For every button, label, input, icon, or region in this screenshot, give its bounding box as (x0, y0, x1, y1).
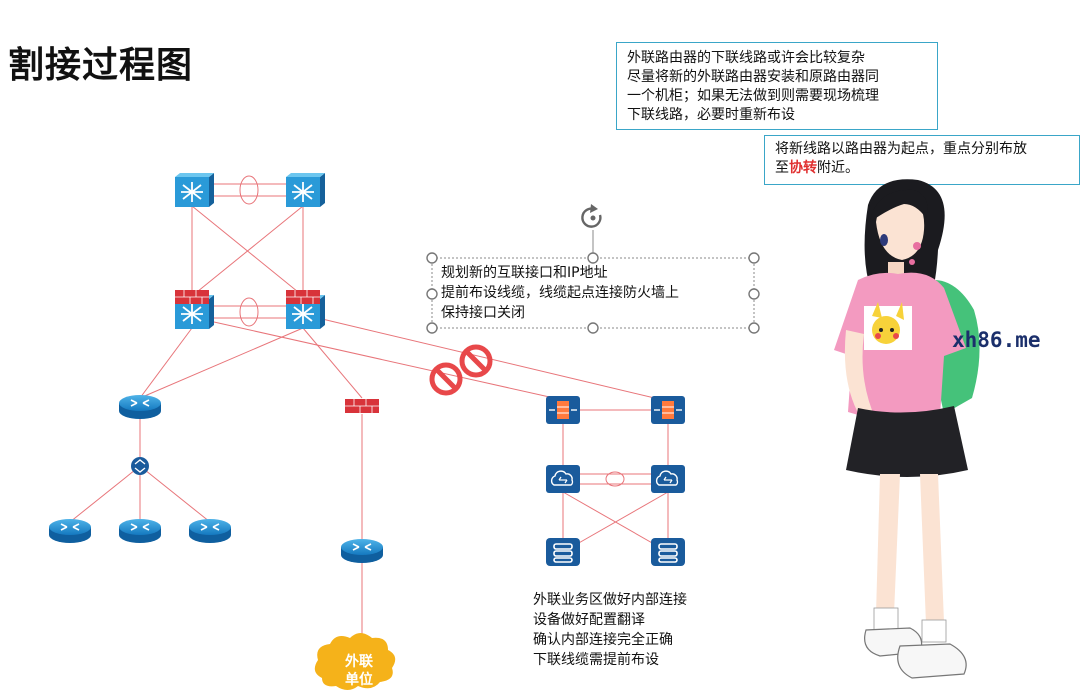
hub-icon[interactable] (131, 457, 149, 475)
new-switch-right-icon[interactable] (650, 464, 686, 494)
note-line: 设备做好配置翻译 (533, 612, 645, 628)
core-switch-left-icon[interactable] (174, 172, 215, 208)
note-highlight: 协转 (789, 160, 817, 176)
link-lines (69, 175, 669, 650)
external-unit-label: 外联 单位 (331, 653, 387, 689)
firewall-module-right-icon (285, 289, 321, 305)
note-router-wiring: 外联路由器的下联线路或许会比较复杂 尽量将新的外联路由器安装和原路由器同 一个机… (616, 42, 938, 130)
cloud-label-line: 外联 (345, 654, 373, 670)
note-line: 提前布设线缆，线缆起点连接防火墙上 (441, 285, 679, 301)
note-line: 一个机柜；如果无法做到则需要现场梳理 (627, 88, 879, 104)
note-line: 规划新的互联接口和IP地址 (441, 265, 608, 281)
watermark: xh86.me (952, 328, 1041, 352)
note-line: 保持接口关闭 (441, 305, 525, 321)
note-line: 外联业务区做好内部连接 (533, 592, 687, 608)
new-firewall-left-icon[interactable] (545, 395, 581, 425)
note-line: 至协转附近。 (775, 159, 1069, 178)
note-line: 下联线缆需提前布设 (533, 652, 659, 668)
no-entry-icon (462, 347, 490, 375)
note-line: 尽量将新的外联路由器安装和原路由器同 (627, 69, 879, 85)
firewall-module-left-icon (174, 289, 210, 305)
router-icon[interactable] (118, 394, 162, 420)
note-line: 外联路由器的下联线路或许会比较复杂 (627, 50, 865, 66)
router-icon[interactable] (48, 518, 92, 544)
firewall-interface-note[interactable]: 规划新的互联接口和IP地址 提前布设线缆，线缆起点连接防火墙上 保持接口关闭 (441, 263, 679, 323)
note-text: 附近。 (817, 160, 859, 176)
page-title: 割接过程图 (8, 45, 194, 86)
firewall-icon[interactable] (344, 398, 380, 414)
new-firewall-right-icon[interactable] (650, 395, 686, 425)
external-unit-cloud (314, 633, 396, 690)
text-box-selection[interactable] (426, 230, 760, 334)
server-right-icon[interactable] (650, 537, 686, 567)
note-line: 确认内部连接完全正确 (533, 632, 673, 648)
note-line: 将新线路以路由器为起点，重点分别布放 (775, 141, 1027, 157)
router-icon[interactable] (188, 518, 232, 544)
note-line: 下联线路，必要时重新布设 (627, 107, 795, 123)
cloud-label-line: 单位 (345, 672, 373, 688)
server-left-icon[interactable] (545, 537, 581, 567)
external-router-icon[interactable] (340, 538, 384, 564)
core-switch-right-icon[interactable] (285, 172, 326, 208)
note-text: 至 (775, 160, 789, 176)
no-entry-icon (432, 365, 460, 393)
anime-girl-illustration (834, 179, 980, 679)
router-icon[interactable] (118, 518, 162, 544)
rotate-handle-icon[interactable] (581, 204, 602, 228)
note-new-line-placement: 将新线路以路由器为起点，重点分别布放 至协转附近。 (764, 135, 1080, 185)
business-zone-note: 外联业务区做好内部连接 设备做好配置翻译 确认内部连接完全正确 下联线缆需提前布… (533, 590, 687, 670)
new-switch-left-icon[interactable] (545, 464, 581, 494)
